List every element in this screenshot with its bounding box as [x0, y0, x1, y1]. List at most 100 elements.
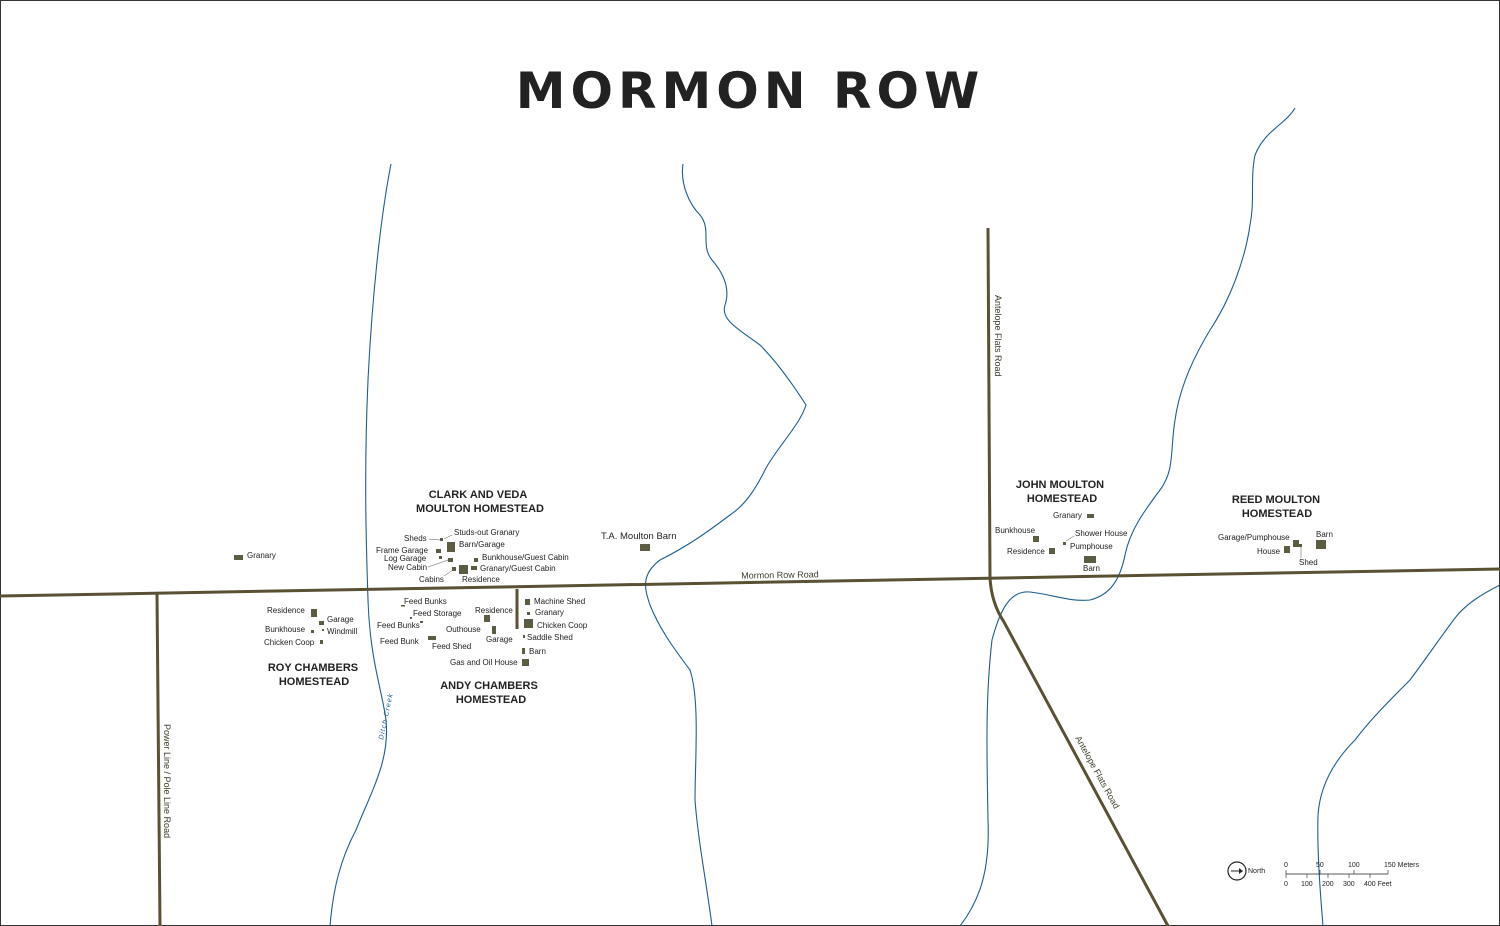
roy-garage-label: Garage	[327, 615, 354, 624]
ta-moulton-barn-building	[640, 544, 650, 551]
reed-moulton-title-2: HOMESTEAD	[1242, 508, 1312, 520]
pumphouse-label: Pumphouse	[1070, 542, 1113, 551]
studs-out-leader	[443, 534, 453, 540]
clark-veda-homestead-title-1: CLARK AND VEDA	[429, 489, 528, 501]
roy-chambers-homestead: Residence Garage Bunkhouse Windmill Chic…	[264, 606, 358, 688]
west-granary-label: Granary	[247, 551, 276, 560]
power-line-road-label: Power Line / Pole Line Road	[162, 724, 172, 838]
new-cabin-leader	[427, 559, 449, 568]
feed-storage-label: Feed Storage	[413, 609, 462, 618]
outhouse-label: Outhouse	[446, 625, 481, 634]
john-residence-building	[1049, 548, 1055, 554]
roy-chambers-title-1: ROY CHAMBERS	[268, 662, 358, 674]
andy-garage-label: Garage	[486, 635, 513, 644]
andy-granary-building	[527, 612, 530, 615]
machine-shed-building	[525, 599, 530, 605]
shower-house-building	[1063, 542, 1066, 545]
reed-shed-building	[1299, 544, 1302, 547]
scale-feet-400: 400 Feet	[1364, 881, 1392, 888]
scale-feet-100: 100	[1301, 881, 1313, 888]
john-moulton-title-1: JOHN MOULTON	[1016, 479, 1104, 491]
reed-shed-label: Shed	[1299, 558, 1318, 567]
feed-shed-label: Feed Shed	[432, 642, 471, 651]
bunkhouse-guest-cabin-label: Bunkhouse/Guest Cabin	[482, 553, 569, 562]
clark-residence-building	[459, 565, 468, 574]
john-barn-building	[1084, 556, 1096, 563]
garage-pumphouse-building	[1293, 540, 1299, 547]
roy-chicken-coop-label: Chicken Coop	[264, 638, 315, 647]
john-bunkhouse-label: Bunkhouse	[995, 526, 1036, 535]
john-barn-label: Barn	[1083, 564, 1100, 573]
machine-shed-label: Machine Shed	[534, 597, 585, 606]
roy-chambers-title-2: HOMESTEAD	[279, 676, 349, 688]
john-residence-label: Residence	[1007, 547, 1045, 556]
andy-barn-label: Barn	[529, 647, 546, 656]
ta-moulton-barn-label: T.A. Moulton Barn	[601, 531, 677, 542]
feed-shed-building	[428, 636, 436, 640]
granary-guest-cabin-label: Granary/Guest Cabin	[480, 564, 556, 573]
roy-bunkhouse-building	[311, 630, 314, 633]
log-garage-building	[439, 556, 442, 559]
map-title: MORMON ROW	[516, 62, 984, 120]
andy-granary-label: Granary	[535, 608, 564, 617]
ta-moulton-barn: T.A. Moulton Barn	[601, 531, 677, 551]
clark-veda-moulton-homestead: CLARK AND VEDA MOULTON HOMESTEAD Sheds S…	[376, 489, 569, 584]
scale-meters-50: 50	[1316, 862, 1324, 869]
ditch-creek	[329, 163, 392, 926]
shower-house-leader	[1065, 535, 1075, 542]
reed-barn-label: Barn	[1316, 530, 1333, 539]
antelope-flats-road-north	[986, 227, 992, 579]
reed-moulton-title-1: REED MOULTON	[1232, 494, 1320, 506]
legend: North 0 50 100 150 Meters 0 100 200 300 …	[1227, 861, 1420, 888]
andy-residence-building	[484, 615, 490, 622]
scale-meters-0: 0	[1284, 862, 1288, 869]
new-cabin-building	[448, 558, 453, 562]
scale-meters-150: 150 Meters	[1384, 862, 1420, 869]
scale-bar	[1285, 870, 1389, 878]
clark-veda-homestead-title-2: MOULTON HOMESTEAD	[416, 503, 544, 515]
gas-oil-house-label: Gas and Oil House	[450, 658, 518, 667]
roy-chicken-coop-building	[320, 640, 323, 644]
creek-central	[645, 163, 807, 926]
barn-garage-label: Barn/Garage	[459, 540, 505, 549]
sheds-leader	[428, 538, 441, 541]
clark-residence-label: Residence	[462, 575, 500, 584]
andy-residence-label: Residence	[475, 606, 513, 615]
north-label: North	[1248, 868, 1265, 875]
bunkhouse-guest-cabin-building	[474, 558, 478, 562]
sheds-label: Sheds	[404, 534, 427, 543]
shower-house-label: Shower House	[1075, 529, 1128, 538]
garage-pumphouse-label: Garage/Pumphouse	[1218, 533, 1290, 542]
scale-feet-200: 200	[1322, 881, 1334, 888]
reed-house-building	[1284, 546, 1290, 553]
sheds-building	[440, 538, 443, 541]
antelope-flats-road-north-label: Antelope Flats Road	[993, 295, 1003, 377]
john-moulton-homestead: JOHN MOULTON HOMESTEAD Granary Bunkhouse…	[995, 479, 1128, 573]
roads	[0, 227, 1500, 926]
feed-bunks-1-label: Feed Bunks	[404, 597, 447, 606]
john-moulton-title-2: HOMESTEAD	[1027, 493, 1097, 505]
creek-far-east	[1317, 584, 1500, 926]
andy-chambers-title-1: ANDY CHAMBERS	[440, 680, 538, 692]
frame-garage-label: Frame Garage	[376, 546, 429, 555]
new-cabin-label: New Cabin	[388, 563, 427, 572]
gas-oil-house-building	[522, 659, 529, 666]
reed-house-label: House	[1257, 547, 1281, 556]
reed-moulton-homestead: REED MOULTON HOMESTEAD Garage/Pumphouse …	[1218, 494, 1333, 567]
andy-chambers-homestead: Feed Bunks Feed Storage Feed Bunks Feed …	[377, 597, 588, 706]
andy-chicken-coop-label: Chicken Coop	[537, 621, 588, 630]
andy-barn-building	[522, 648, 525, 654]
feed-bunks-1-building	[401, 605, 405, 607]
mormon-row-road-label: Mormon Row Road	[741, 569, 819, 580]
roy-windmill-building	[322, 629, 324, 631]
roy-residence-label: Residence	[267, 606, 305, 615]
creeks	[329, 107, 1500, 926]
roy-bunkhouse-label: Bunkhouse	[265, 625, 306, 634]
north-arrow-icon	[1227, 861, 1247, 881]
power-line-road	[155, 593, 162, 926]
granary-guest-cabin-building	[471, 566, 477, 570]
andy-chambers-title-2: HOMESTEAD	[456, 694, 526, 706]
feed-bunk-label: Feed Bunk	[380, 637, 420, 646]
roy-garage-building	[319, 621, 324, 625]
